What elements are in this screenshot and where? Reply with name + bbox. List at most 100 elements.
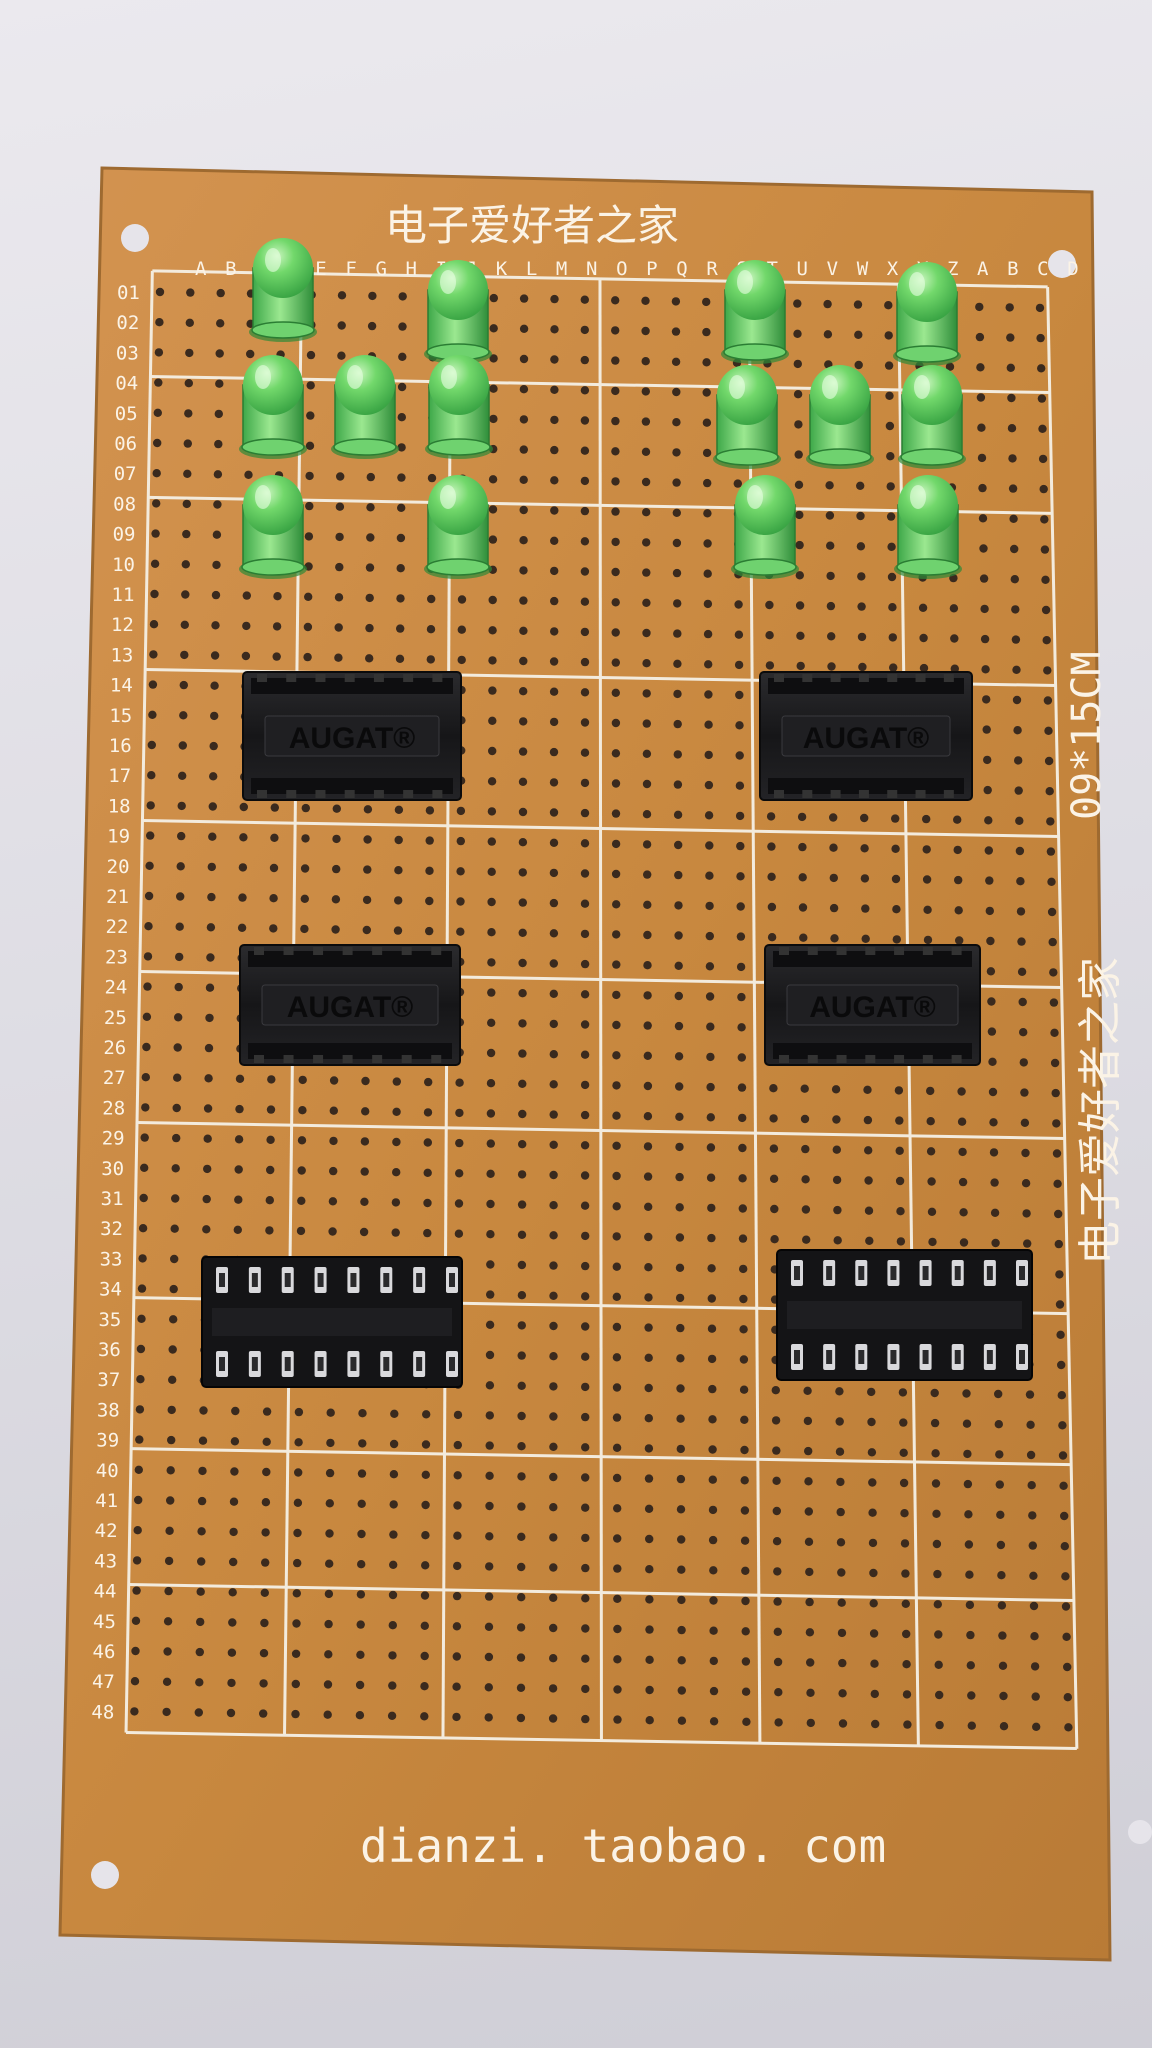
pcb-hole xyxy=(420,1712,429,1721)
pcb-hole xyxy=(642,840,652,849)
pcb-hole xyxy=(1052,1119,1061,1128)
pcb-hole xyxy=(134,1465,143,1475)
pcb-hole xyxy=(486,1109,496,1118)
pcb-hole xyxy=(1012,695,1022,705)
pcb-hole xyxy=(827,632,836,641)
pcb-hole xyxy=(456,897,465,906)
pcb-hole xyxy=(962,1419,972,1428)
pcb-hole xyxy=(611,447,620,456)
pcb-hole xyxy=(486,1079,496,1088)
pcb-hole xyxy=(205,983,215,992)
pcb-hole xyxy=(869,1599,878,1608)
pcb-hole xyxy=(150,589,159,599)
pcb-hole xyxy=(456,927,465,936)
pcb-hole xyxy=(137,1284,147,1293)
pcb-hole xyxy=(421,1500,430,1510)
pcb-hole xyxy=(922,875,932,884)
pcb-hole xyxy=(360,1197,369,1207)
pcb-hole xyxy=(230,1437,240,1446)
pcb-hole xyxy=(549,657,559,666)
pcb-hole xyxy=(259,1679,268,1688)
pcb-hole xyxy=(798,903,808,912)
pcb-hole xyxy=(293,1498,303,1508)
pcb-hole xyxy=(517,1472,526,1481)
pcb-hole xyxy=(980,634,990,644)
pcb-hole xyxy=(549,1231,558,1240)
pcb-hole xyxy=(518,1109,527,1119)
pcb-hole xyxy=(208,832,217,841)
pcb-hole xyxy=(194,1708,203,1717)
pcb-hole xyxy=(706,1143,716,1152)
pcb-hole xyxy=(645,1595,654,1604)
pcb-hole xyxy=(742,1717,751,1727)
pcb-hole xyxy=(427,473,437,483)
pcb-hole xyxy=(1051,1088,1060,1098)
pcb-hole xyxy=(169,1284,178,1294)
pcb-hole xyxy=(332,804,341,813)
pcb-hole xyxy=(425,806,435,815)
pcb-hole xyxy=(771,1416,781,1425)
pcb-hole xyxy=(489,324,498,333)
pcb-hole xyxy=(611,628,620,637)
pcb-hole xyxy=(517,1532,526,1542)
pcb-hole xyxy=(769,1174,779,1184)
pcb-hole xyxy=(741,1657,751,1666)
pcb-hole xyxy=(238,863,248,872)
pcb-hole xyxy=(705,871,714,880)
pcb-hole xyxy=(209,741,218,751)
pcb-hole xyxy=(453,1501,462,1510)
pcb-hole xyxy=(857,632,867,642)
pcb-hole xyxy=(675,1233,685,1242)
pcb-hole xyxy=(361,1076,370,1086)
pcb-hole xyxy=(793,299,802,308)
pcb-hole xyxy=(901,1569,910,1578)
pcb-hole xyxy=(986,967,996,976)
pcb-hole xyxy=(998,1631,1007,1640)
pcb-hole xyxy=(293,1528,302,1538)
pcb-hole xyxy=(677,1716,687,1725)
pcb-hole xyxy=(1029,1601,1039,1611)
pcb-hole xyxy=(708,1445,717,1454)
pcb-hole xyxy=(832,1145,841,1154)
augat-ic-socket: AUGAT® xyxy=(759,671,973,801)
pcb-hole xyxy=(708,1384,717,1394)
pcb-hole xyxy=(1008,484,1018,493)
pcb-hole xyxy=(270,833,279,842)
pcb-hole xyxy=(1032,1722,1041,1732)
pcb-hole xyxy=(581,1292,590,1301)
pcb-hole xyxy=(398,352,407,361)
pcb-hole xyxy=(1046,817,1055,826)
pcb-hole xyxy=(963,1449,972,1459)
pcb-hole xyxy=(212,560,221,570)
pcb-hole xyxy=(1062,1632,1071,1642)
pcb-hole xyxy=(1057,1391,1067,1400)
pcb-hole xyxy=(229,1557,238,1567)
pcb-hole xyxy=(135,1435,144,1444)
pcb-hole xyxy=(734,660,744,670)
pcb-hole xyxy=(549,687,559,696)
pcb-hole xyxy=(1037,394,1047,403)
pcb-hole xyxy=(642,810,652,819)
pcb-hole xyxy=(291,1649,301,1659)
pcb-hole xyxy=(170,1224,179,1233)
pcb-hole xyxy=(703,629,713,639)
pcb-hole xyxy=(823,299,832,309)
pcb-hole xyxy=(645,1655,654,1665)
pcb-hole xyxy=(672,538,682,548)
green-led xyxy=(331,355,399,459)
pcb-hole xyxy=(486,1290,495,1299)
pcb-hole xyxy=(613,1534,622,1543)
pcb-hole xyxy=(738,1143,747,1153)
pcb-hole xyxy=(519,717,528,726)
pcb-hole xyxy=(765,631,774,640)
pcb-hole xyxy=(707,1264,716,1273)
pcb-hole xyxy=(740,1445,749,1455)
pcb-hole xyxy=(984,846,993,855)
pcb-hole xyxy=(548,1684,558,1693)
pcb-hole xyxy=(136,1375,145,1384)
pcb-hole xyxy=(204,1074,213,1083)
pcb-hole xyxy=(612,1081,621,1090)
pcb-hole xyxy=(1063,1662,1072,1672)
pcb-hole xyxy=(306,350,316,360)
pcb-hole xyxy=(152,469,161,478)
